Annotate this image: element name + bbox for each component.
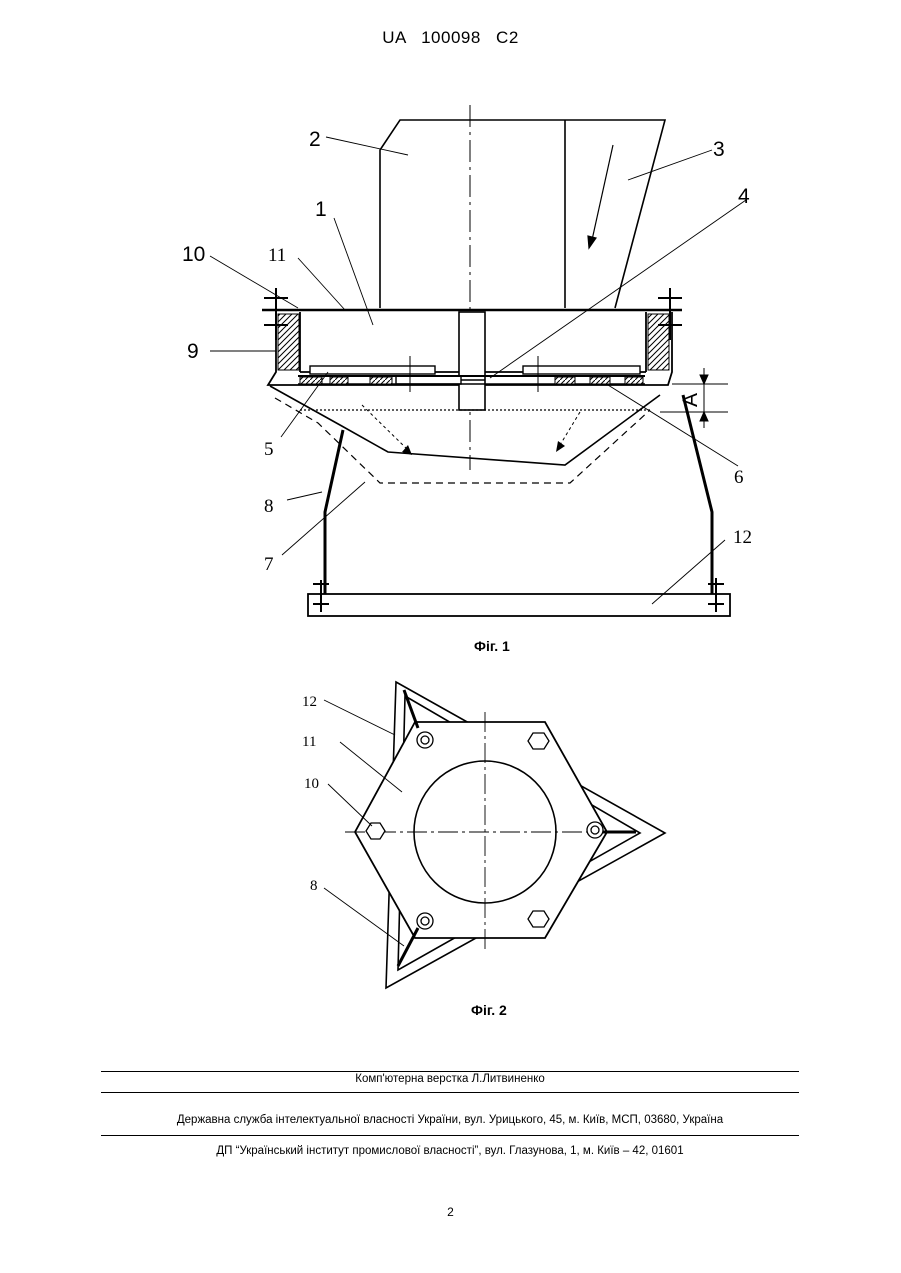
figure-1-caption: Фіг. 1 xyxy=(474,638,510,654)
footer-rule-1 xyxy=(101,1071,799,1072)
footer-institute-address: ДП “Український інститут промислової вла… xyxy=(101,1145,799,1157)
footer-rule-3 xyxy=(101,1135,799,1136)
fig2-label-10: 10 xyxy=(304,776,319,792)
label-12: 12 xyxy=(733,527,752,548)
label-3: 3 xyxy=(713,138,725,161)
figure-2-caption: Фіг. 2 xyxy=(471,1002,507,1018)
figure-1-drawing: 2 3 1 4 10 11 9 5 6 8 7 12 A xyxy=(0,0,901,640)
footer-rule-2 xyxy=(101,1092,799,1093)
footer-service-address: Державна служба інтелектуальної власност… xyxy=(101,1114,799,1126)
fig2-label-11: 11 xyxy=(302,734,316,750)
hopper xyxy=(380,120,665,308)
label-4: 4 xyxy=(738,185,750,208)
dimension-label-a: A xyxy=(679,393,702,407)
fig2-label-8: 8 xyxy=(310,878,318,894)
label-7: 7 xyxy=(264,554,274,575)
label-8: 8 xyxy=(264,496,274,517)
label-2: 2 xyxy=(309,128,321,151)
footer-layout-credit: Комп'ютерна верстка Л.Литвиненко xyxy=(101,1073,799,1085)
label-5: 5 xyxy=(264,439,274,460)
label-10: 10 xyxy=(182,243,205,266)
label-1: 1 xyxy=(315,198,327,221)
page-number: 2 xyxy=(0,1205,901,1219)
label-6: 6 xyxy=(734,467,744,488)
fig2-label-12: 12 xyxy=(302,694,317,710)
label-9: 9 xyxy=(187,340,199,363)
label-11: 11 xyxy=(268,245,286,266)
